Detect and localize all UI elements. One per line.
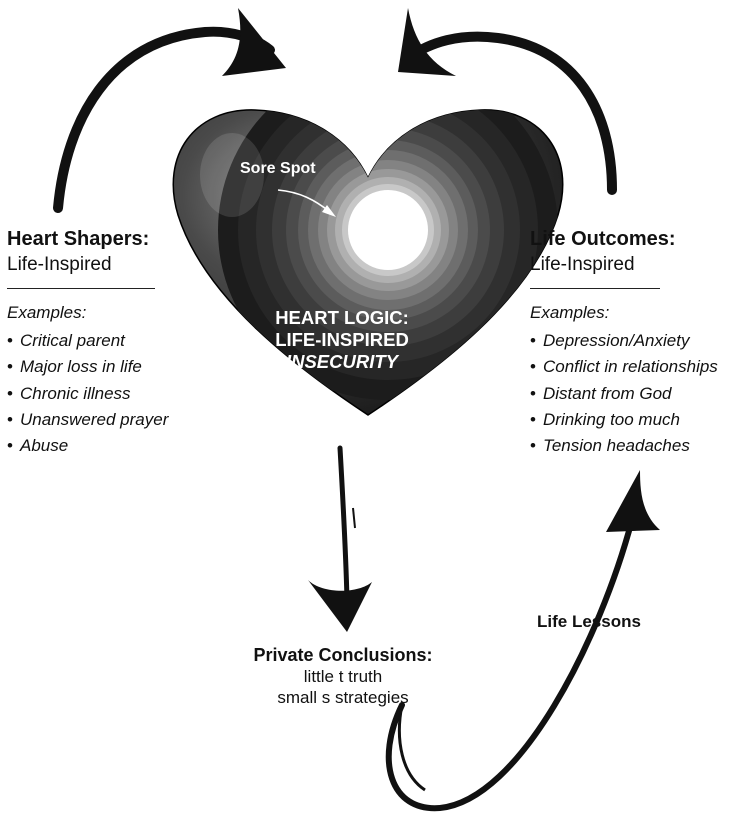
bullet-icon: •	[7, 409, 13, 429]
list-item: • Critical parent	[7, 328, 207, 354]
list-item: • Tension headaches	[530, 433, 736, 459]
bullet-icon: •	[530, 409, 536, 429]
list-item: • Depression/Anxiety	[530, 328, 736, 354]
list-item-text: Conflict in relationships	[543, 357, 718, 377]
heart-shapers-divider	[7, 288, 155, 289]
bullet-icon: •	[7, 357, 13, 377]
list-item-text: Unanswered prayer	[20, 409, 169, 429]
list-item-text: Abuse	[20, 436, 69, 456]
bullet-icon: •	[7, 436, 13, 456]
list-item: • Abuse	[7, 433, 207, 459]
heart-shapers-subtitle: Life-Inspired	[7, 254, 112, 275]
heart-shapers-panel: Heart Shapers: Life-Inspired Examples: •…	[7, 228, 207, 459]
heart-logic-line2: LIFE-INSPIRED	[275, 329, 409, 350]
list-item-text: Drinking too much	[543, 409, 681, 429]
bullet-icon: •	[530, 383, 536, 403]
sore-spot-label: Sore Spot	[240, 160, 316, 177]
list-item-text: Depression/Anxiety	[543, 331, 690, 350]
private-conclusions-line2: small s strategies	[277, 688, 409, 707]
life-outcomes-panel: Life Outcomes: Life-Inspired Examples: •…	[530, 228, 736, 459]
arrow-shapers-to-heart	[53, 8, 286, 213]
heart-shape	[172, 109, 564, 416]
list-item-text: Critical parent	[20, 331, 125, 350]
list-item: • Drinking too much	[530, 407, 736, 433]
bullet-icon: •	[7, 331, 13, 350]
life-outcomes-divider	[530, 288, 660, 289]
bullet-icon: •	[530, 436, 536, 456]
arrow-lessons-to-outcomes	[385, 470, 660, 812]
list-item: • Major loss in life	[7, 354, 207, 380]
bullet-icon: •	[7, 383, 13, 403]
life-outcomes-examples-label: Examples:	[530, 303, 610, 322]
list-item-text: Tension headaches	[543, 436, 690, 456]
life-lessons-label: Life Lessons	[537, 612, 641, 631]
bullet-icon: •	[530, 357, 536, 377]
bullet-icon: •	[530, 331, 536, 350]
heart-logic-line1: HEART LOGIC:	[275, 307, 409, 328]
heart-shapers-examples-label: Examples:	[7, 303, 87, 322]
arrow-heart-to-conclusions	[308, 445, 372, 632]
arrow-outcomes-to-heart	[398, 8, 617, 195]
private-conclusions-title: Private Conclusions:	[253, 645, 433, 665]
heart-logic-line3: INSECURITY	[285, 351, 399, 372]
sore-spot-pointer	[277, 189, 336, 217]
heart-shapers-title: Heart Shapers:	[7, 228, 150, 250]
private-conclusions-panel: Private Conclusions: little t truth smal…	[228, 645, 458, 708]
life-outcomes-list: • Depression/Anxiety • Conflict in relatio…	[530, 328, 736, 459]
list-item-text: Chronic illness	[20, 383, 131, 403]
life-outcomes-title: Life Outcomes:	[530, 228, 676, 250]
private-conclusions-line1: little t truth	[303, 667, 383, 686]
heart-logic-title: HEART LOGIC: LIFE-INSPIRED INSECURITY	[222, 307, 462, 373]
list-item: • Unanswered prayer	[7, 407, 207, 433]
list-item: • Chronic illness	[7, 381, 207, 407]
sore-spot-center	[348, 190, 428, 270]
list-item: • Distant from God	[530, 381, 736, 407]
list-item-text: Distant from God	[543, 383, 672, 403]
list-item: • Conflict in relationships	[530, 354, 736, 380]
list-item-text: Major loss in life	[20, 357, 142, 377]
life-outcomes-subtitle: Life-Inspired	[530, 254, 635, 275]
heart-shapers-list: • Critical parent • Major loss in life • Ch…	[7, 328, 207, 459]
